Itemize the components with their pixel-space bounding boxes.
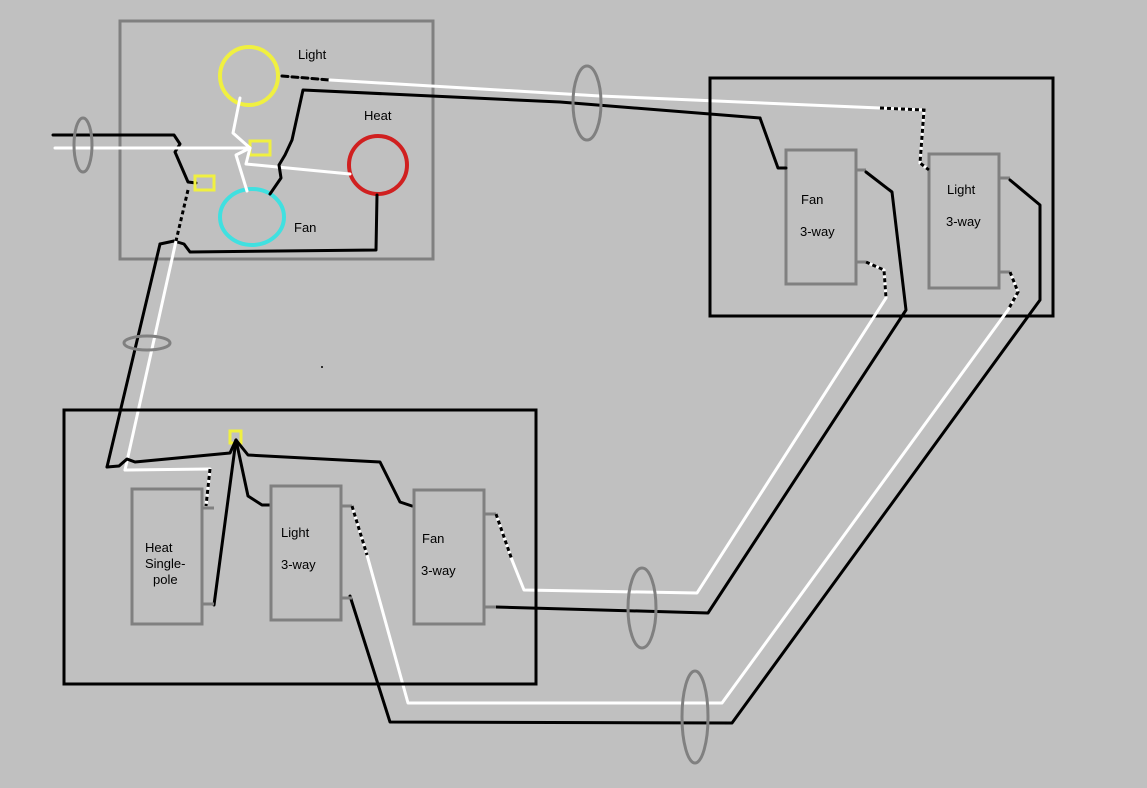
heat-marked-white bbox=[123, 467, 212, 472]
switch-label-line1: Fan bbox=[422, 531, 444, 546]
cable-marker-top bbox=[571, 64, 603, 142]
right-box-outline bbox=[708, 76, 1055, 318]
light-traveler-white bbox=[365, 308, 1010, 705]
left-box-outline bbox=[62, 408, 538, 686]
switch-label-line2: 3-way bbox=[800, 224, 835, 239]
switch-label-line1: Fan bbox=[801, 192, 823, 207]
light-traveler-terminals bbox=[999, 176, 1010, 274]
light-fixture-icon bbox=[218, 45, 280, 107]
switch-light-3way-left[interactable] bbox=[269, 484, 343, 622]
light-switched-marked bbox=[280, 74, 332, 82]
heat-switched-leg bbox=[158, 193, 379, 254]
switch-label-line1: Light bbox=[947, 182, 976, 197]
fan-traveler-marked bbox=[865, 260, 888, 299]
fan-left-marked-tape bbox=[494, 513, 514, 561]
cable-marker-drop bbox=[122, 334, 172, 352]
fan-traveler-terminals bbox=[856, 168, 866, 264]
heat-line-pigtail bbox=[212, 438, 238, 607]
switch-label-line1: Heat bbox=[145, 540, 173, 555]
heat-marked-tape bbox=[204, 468, 212, 507]
switch-fan-3way-left[interactable] bbox=[412, 488, 486, 626]
switch-label-line2: 3-way bbox=[281, 557, 316, 572]
drop-hot-wire bbox=[105, 242, 162, 469]
right-switch-box: Fan 3-way Light 3-way bbox=[708, 76, 1055, 318]
heat-neutral bbox=[244, 146, 352, 176]
switch-label-line3: pole bbox=[153, 572, 178, 587]
heat-switch-terminals bbox=[202, 506, 214, 606]
fan-neutral bbox=[234, 146, 252, 193]
cable-marker-light-travelers bbox=[680, 669, 710, 765]
fan-left-terminals bbox=[484, 512, 496, 609]
switch-heat-single-pole[interactable] bbox=[130, 487, 204, 626]
cable-marker-fan-travelers bbox=[626, 566, 658, 650]
fan-fixture-icon bbox=[218, 187, 286, 247]
fan-common-pigtail bbox=[234, 438, 414, 508]
switch-fan-3way-right[interactable] bbox=[784, 148, 858, 286]
ceiling-box-outline bbox=[118, 19, 435, 261]
light-neutral bbox=[231, 96, 252, 150]
light-left-terminals bbox=[341, 504, 352, 600]
switch-label-line2: 3-way bbox=[946, 214, 981, 229]
fan-switched-leg bbox=[268, 88, 762, 196]
switch-label-line1: Light bbox=[281, 525, 310, 540]
light-fixture-label: Light bbox=[298, 47, 327, 62]
line-hot-in bbox=[105, 438, 238, 469]
light-traveler-black bbox=[348, 178, 1042, 725]
left-switch-box: Heat Single- pole Light 3-way Fan 3-way bbox=[62, 408, 538, 686]
drop-marked-segment bbox=[174, 189, 190, 242]
hot-wire-nut bbox=[193, 174, 216, 192]
switch-light-3way-right[interactable] bbox=[927, 152, 1001, 290]
fan-traveler-black bbox=[494, 170, 908, 615]
light-common-marked bbox=[879, 106, 930, 172]
switch-label-line2: Single- bbox=[145, 556, 185, 571]
fan-traveler-white bbox=[510, 296, 888, 595]
feed-cable-marker bbox=[72, 116, 94, 174]
light-traveler-marked bbox=[1006, 271, 1020, 311]
fan-common-wire bbox=[758, 116, 788, 170]
light-left-marked-tape bbox=[350, 505, 369, 556]
heat-fixture-label: Heat bbox=[364, 108, 392, 123]
fan-fixture-label: Fan bbox=[294, 220, 316, 235]
drop-neutral-wire bbox=[123, 239, 178, 472]
light-common-pigtail bbox=[234, 438, 272, 507]
switch-label-line2: 3-way bbox=[421, 563, 456, 578]
stray-dot bbox=[321, 366, 323, 368]
